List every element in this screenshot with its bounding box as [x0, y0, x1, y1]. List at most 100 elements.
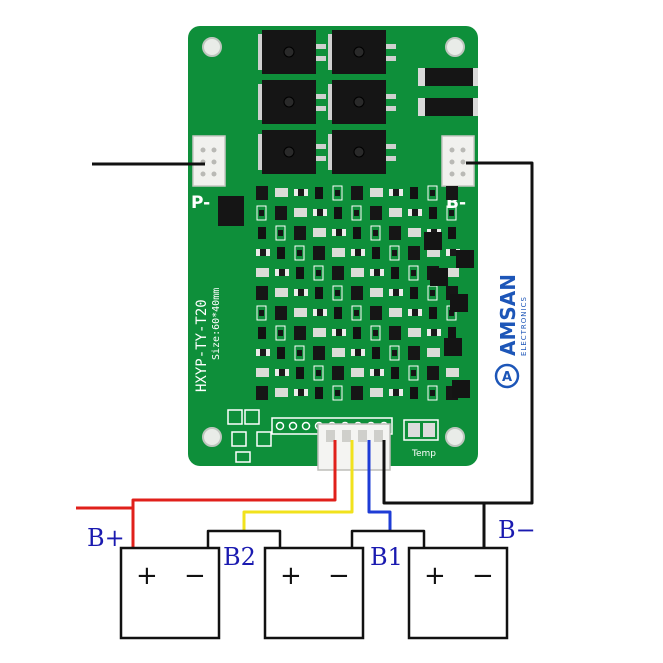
brand-watermark: A AMSAN ELECTRONICS: [494, 274, 528, 389]
smd-transistor: [258, 327, 266, 339]
mosfet-mark: [283, 146, 295, 158]
smd-capacitor: [332, 348, 345, 357]
smd-diode: [297, 350, 302, 356]
smd-transistor: [277, 247, 285, 259]
mosfet-pin: [386, 106, 396, 111]
smd-chip: [408, 246, 420, 260]
smd-outline: [408, 365, 419, 381]
smd-outline: [332, 385, 343, 401]
mosfet-pin: [316, 156, 326, 161]
smd-transistor: [334, 207, 342, 219]
mounting-hole: [445, 37, 465, 57]
size-text: Size:60*40mm: [211, 288, 222, 360]
connector-pin: [326, 430, 335, 442]
smd-chip: [256, 186, 268, 200]
smd-transistor: [372, 247, 380, 259]
smd-resistor-body: [412, 209, 418, 216]
temp-pad: [408, 423, 420, 437]
smd-chip: [351, 286, 363, 300]
mounting-hole: [202, 37, 222, 57]
cell-link-b1: [350, 529, 426, 548]
smd-outline: [256, 305, 267, 321]
resistor-pad: [473, 98, 478, 116]
smd-resistor-body: [279, 269, 285, 276]
smd-chip: [427, 366, 439, 380]
smd-diode: [335, 290, 340, 296]
smd-resistor-body: [374, 269, 380, 276]
smd-capacitor: [389, 308, 402, 317]
smd-outline: [332, 285, 343, 301]
resistor-component: [425, 98, 473, 116]
smd-outline: [332, 185, 343, 201]
smd-resistor-body: [260, 249, 266, 256]
smd-diode: [297, 250, 302, 256]
cell-plus-sign: +: [136, 561, 158, 591]
smd-capacitor: [275, 388, 288, 397]
b-plus-wire: [131, 440, 337, 548]
smd-transistor: [296, 267, 304, 279]
smd-diode: [430, 190, 435, 196]
smd-transistor: [353, 227, 361, 239]
smd-capacitor: [408, 328, 421, 337]
smd-transistor: [410, 287, 418, 299]
battery-cell-body: [407, 546, 509, 640]
b2-label: B2: [223, 543, 256, 571]
pad-via: [211, 171, 217, 177]
smd-outline: [370, 325, 381, 341]
resistor-pad: [418, 68, 425, 86]
smd-capacitor: [446, 368, 459, 377]
smd-resistor-body: [450, 249, 456, 256]
smd-resistor-body: [279, 369, 285, 376]
pad-via: [449, 171, 455, 177]
smd-chip: [313, 246, 325, 260]
brand-logo-circle: [494, 363, 520, 389]
temp-pad-outline: [403, 419, 439, 441]
temp-pad: [423, 423, 435, 437]
b-minus-pad: [441, 135, 475, 187]
cell-link-b2: [206, 529, 282, 548]
battery-cell-body: [119, 546, 221, 640]
mosfet-grid: [258, 30, 396, 174]
smd-resistor-body: [317, 209, 323, 216]
cell-minus-sign: −: [472, 561, 494, 591]
smd-outline: [313, 265, 324, 281]
b1-label: B1: [370, 543, 403, 571]
battery-cell: + −: [407, 546, 509, 640]
mosfet-pin: [316, 106, 326, 111]
smd-transistor: [334, 307, 342, 319]
mosfet-pin: [386, 156, 396, 161]
smd-chip: [275, 206, 287, 220]
mosfet-mark: [283, 96, 295, 108]
smd-resistor-body: [317, 309, 323, 316]
smd-chip: [332, 366, 344, 380]
smd-outline: [389, 345, 400, 361]
smd-resistor-body: [298, 189, 304, 196]
smd-outline: [370, 225, 381, 241]
wiring: [76, 161, 534, 548]
smd-chip: [294, 326, 306, 340]
smd-resistor-body: [298, 389, 304, 396]
smd-chip: [446, 186, 458, 200]
smd-outline: [446, 205, 457, 221]
battery-cell-body: [263, 546, 365, 640]
mosfet-pin: [386, 94, 396, 99]
mosfet-mark: [353, 46, 365, 58]
smd-transistor: [353, 327, 361, 339]
smd-diode: [259, 210, 264, 216]
resistor-pad: [418, 98, 425, 116]
smd-ic: [452, 380, 470, 398]
smd-chip: [408, 346, 420, 360]
smd-transistor: [315, 187, 323, 199]
smd-chip: [256, 286, 268, 300]
smd-diode: [335, 190, 340, 196]
smd-transistor: [410, 187, 418, 199]
smd-outline: [351, 305, 362, 321]
smd-diode: [373, 330, 378, 336]
mosfet-pin: [386, 44, 396, 49]
mounting-holes: [202, 37, 465, 447]
pad-via: [200, 147, 206, 153]
smd-outline: [389, 245, 400, 261]
cell-plus-sign: +: [280, 561, 302, 591]
pad-via: [211, 159, 217, 165]
